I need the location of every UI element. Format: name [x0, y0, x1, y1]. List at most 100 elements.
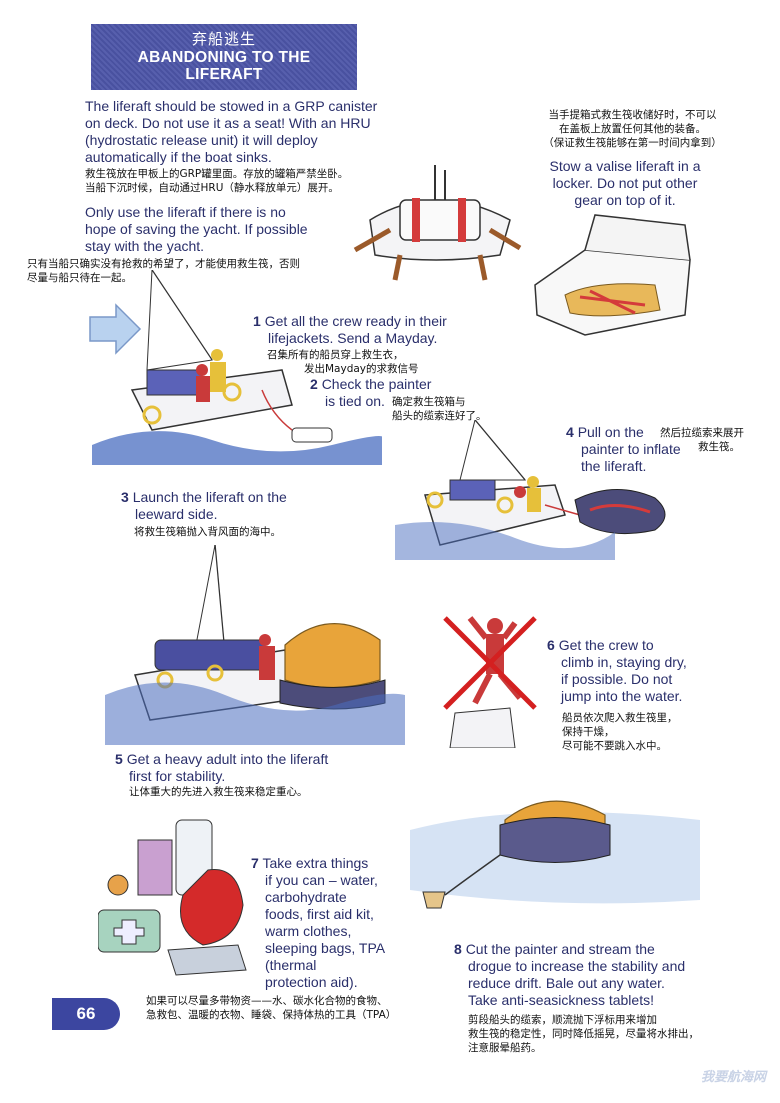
step4-en: 4 Pull on the painter to inflate the lif… [566, 424, 681, 475]
text-line: Only use the liferaft if there is no [85, 204, 286, 220]
intro-en2: Only use the liferaft if there is no hop… [85, 204, 308, 255]
text-line: Get all the crew ready in their [264, 313, 447, 329]
text-line: 召集所有的船员穿上救生衣， [267, 349, 404, 361]
supplies-illustration [98, 819, 247, 976]
step1-en: 1 Get all the crew ready in their lifeja… [253, 313, 447, 347]
title-cn: 弃船逃生 [191, 31, 256, 48]
step-number: 2 [310, 376, 318, 392]
text-line: jump into the water. [561, 688, 683, 704]
text-line: 尽量与船只待在一起。 [27, 272, 132, 284]
title-en-line1: ABANDONING TO THE [137, 49, 311, 66]
text-line: Take extra things [262, 855, 369, 871]
text-line: Stow a valise liferaft in a [549, 158, 701, 174]
text-line: 救生筏放在甲板上的GRP罐里面。存放的罐箱严禁坐卧。 [85, 168, 349, 180]
text-line: Launch the liferaft on the [132, 489, 287, 505]
step7-en: 7 Take extra things if you can – water, … [251, 855, 385, 991]
text-line: 救生筏的稳定性，同时降低摇晃，尽量将水排出， [468, 1028, 699, 1040]
locker-illustration [534, 214, 691, 336]
text-line: painter to inflate [581, 441, 681, 457]
text-line: lifejackets. Send a Mayday. [268, 330, 438, 346]
text-line: the liferaft. [581, 458, 647, 474]
intro-cn2: 只有当船只确实没有抢救的希望了，才能使用救生筏，否则 尽量与船只待在一起。 [27, 257, 300, 285]
text-line: carbohydrate [265, 889, 347, 905]
step6-cn: 船员依次爬入救生筏里， 保持干燥， 尽可能不要跳入水中。 [562, 711, 678, 753]
text-line: 确定救生筏箱与 [392, 396, 466, 408]
step3-en: 3 Launch the liferaft on the leeward sid… [121, 489, 287, 523]
text-line: 在盖板上放置任何其他的装备。 [559, 123, 706, 135]
text-line: 将救生筏箱抛入背风面的海中。 [134, 526, 281, 538]
step-number: 8 [454, 941, 462, 957]
text-line: automatically if the boat sinks. [85, 149, 272, 165]
text-line: 当手提箱式救生筏收储好时，不可以 [548, 109, 717, 121]
text-line: Check the painter [321, 376, 432, 392]
step3-cn: 将救生筏箱抛入背风面的海中。 [134, 525, 281, 539]
step8-en: 8 Cut the painter and stream the drogue … [454, 941, 685, 1009]
step5-en: 5 Get a heavy adult into the liferaft fi… [115, 751, 328, 785]
text-line: Get the crew to [558, 637, 654, 653]
watermark-text: 我要航海网 [700, 1069, 766, 1084]
boarding-illustration [105, 545, 405, 745]
text-line: 让体重大的先进入救生筏来稳定重心。 [129, 786, 308, 798]
text-line: locker. Do not put other [552, 175, 698, 191]
text-line: first for stability. [129, 768, 226, 784]
page-number: 66 [52, 998, 120, 1030]
text-line: 船员依次爬入救生筏里， [562, 712, 678, 724]
step2-en: 2 Check the painter is tied on. [310, 376, 431, 410]
text-line: is tied on. [325, 393, 385, 409]
title-en-line2: LIFERAFT [185, 66, 263, 83]
step7-cn: 如果可以尽量多带物资——水、碳水化合物的食物、 急救包、温暖的衣物、睡袋、保持体… [146, 994, 396, 1022]
step-number: 6 [547, 637, 555, 653]
step8-cn: 剪段船头的缆索，顺流抛下浮标用来增加 救生筏的稳定性，同时降低摇晃，尽量将水排出… [468, 1013, 699, 1055]
step-number: 1 [253, 313, 261, 329]
text-line: 保持干燥， [562, 726, 615, 738]
drogue-illustration [410, 800, 700, 909]
text-line: 如果可以尽量多带物资——水、碳水化合物的食物、 [146, 995, 388, 1007]
text-line: The liferaft should be stowed in a GRP c… [85, 98, 378, 114]
text-line: (hydrostatic release unit) it will deplo… [85, 132, 318, 148]
step5-cn: 让体重大的先进入救生筏来稳定重心。 [129, 785, 308, 799]
text-line: warm clothes, [265, 923, 352, 939]
text-line: 救生筏。 [698, 441, 740, 453]
text-line: drogue to increase the stability and [468, 958, 686, 974]
text-line: Pull on the [577, 424, 644, 440]
title-box: 弃船逃生 ABANDONING TO THE LIFERAFT [91, 24, 357, 90]
text-line: leeward side. [135, 506, 218, 522]
text-line: foods, first aid kit, [265, 906, 374, 922]
step1-cn: 召集所有的船员穿上救生衣， 发出Mayday的求救信号 [267, 348, 419, 376]
text-line: 然后拉缆索来展开 [660, 427, 744, 439]
yacht-mayday-illustration [92, 270, 382, 465]
text-line: gear on top of it. [574, 192, 676, 208]
step-number: 3 [121, 489, 129, 505]
text-line: if possible. Do not [561, 671, 673, 687]
text-line: Cut the painter and stream the [465, 941, 655, 957]
text-line: hope of saving the yacht. If possible [85, 221, 308, 237]
canister-illustration [353, 165, 522, 281]
intro-en1: The liferaft should be stowed in a GRP c… [85, 98, 377, 166]
text-line: 剪段船头的缆索，顺流抛下浮标用来增加 [468, 1014, 657, 1026]
text-line: Take anti-seasickness tablets! [468, 992, 654, 1008]
text-line: protection aid). [265, 974, 358, 990]
text-line: （保证救生筏能够在第一时间内拿到） [543, 137, 722, 149]
text-line: 急救包、温暖的衣物、睡袋、保持体热的工具（TPA） [146, 1009, 397, 1021]
text-line: reduce drift. Bale out any water. [468, 975, 665, 991]
text-line: (thermal [265, 957, 317, 973]
inflate-illustration [395, 420, 666, 560]
valise-en: Stow a valise liferaft in a locker. Do n… [535, 158, 715, 209]
step4-cn: 然后拉缆索来展开 救生筏。 [660, 426, 744, 454]
step-number: 5 [115, 751, 123, 767]
valise-cn: 当手提箱式救生筏收储好时，不可以 在盖板上放置任何其他的装备。 （保证救生筏能够… [520, 108, 745, 150]
arrow-icon [89, 303, 142, 355]
do-not-jump-illustration [443, 616, 537, 748]
step-number: 7 [251, 855, 259, 871]
text-line: climb in, staying dry, [561, 654, 687, 670]
text-line: stay with the yacht. [85, 238, 205, 254]
text-line: 尽可能不要跳入水中。 [562, 740, 667, 752]
text-line: 发出Mayday的求救信号 [304, 363, 419, 375]
text-line: 只有当船只确实没有抢救的希望了，才能使用救生筏，否则 [27, 258, 300, 270]
text-line: 当船下沉时候，自动通过HRU（静水释放单元）展开。 [85, 182, 339, 194]
step-number: 4 [566, 424, 574, 440]
step2-cn: 确定救生筏箱与 船头的缆索连好了。 [392, 395, 487, 423]
step6-en: 6 Get the crew to climb in, staying dry,… [547, 637, 687, 705]
text-line: 船头的缆索连好了。 [392, 410, 487, 422]
text-line: 注意服晕船药。 [468, 1042, 542, 1054]
